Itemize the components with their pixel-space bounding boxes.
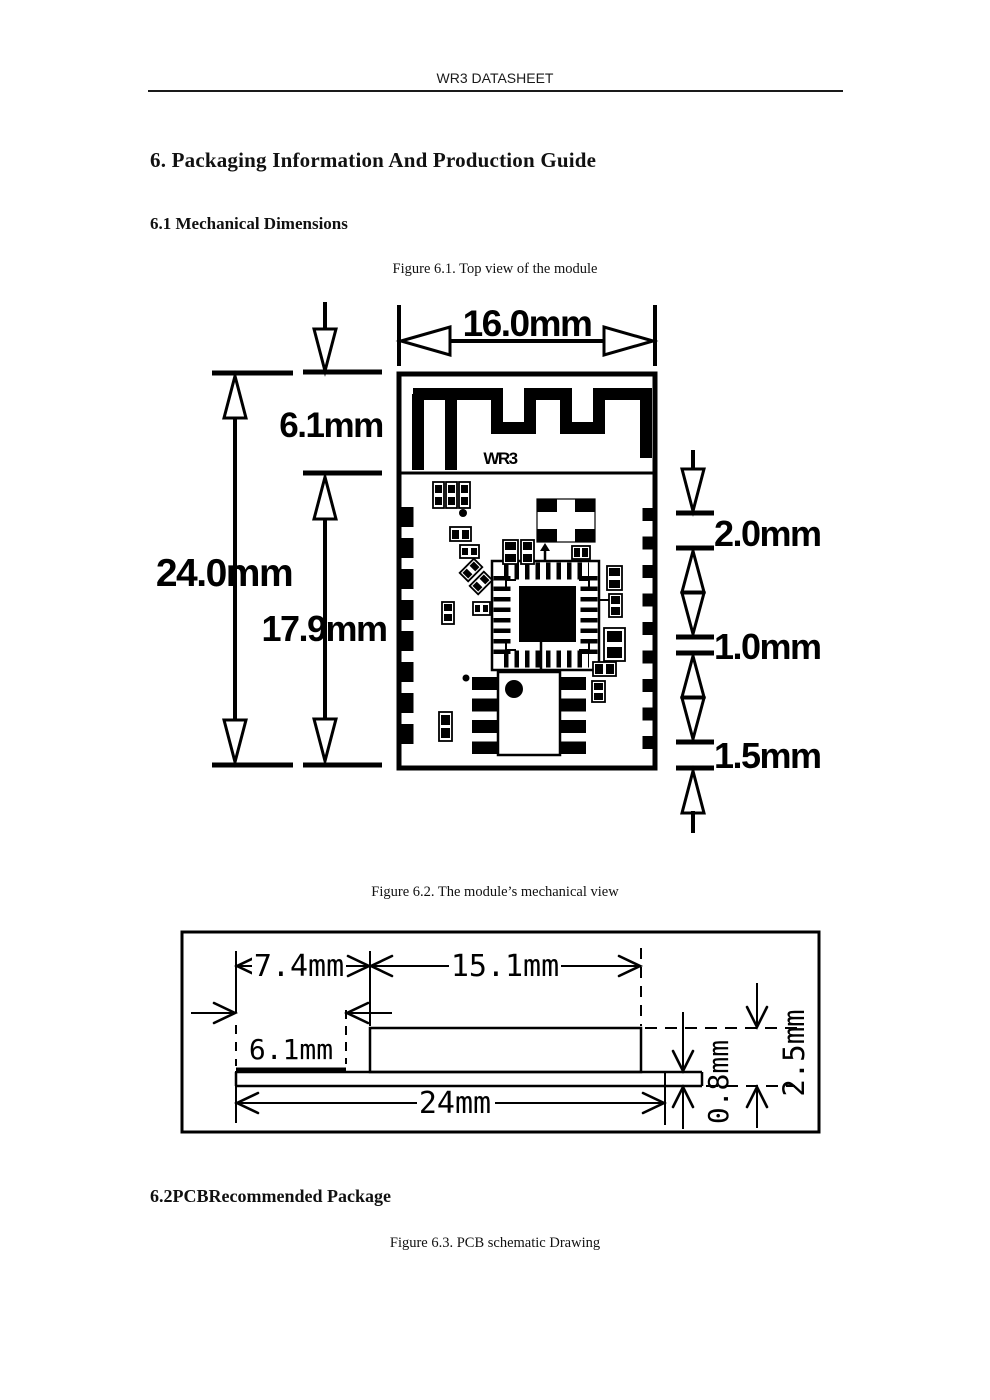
dim-left-chain: 6.1mm 24.0mm 17.9mm (156, 302, 388, 768)
page-header-title: WR3 DATASHEET (436, 70, 554, 86)
figure-6-1-caption: Figure 6.1. Top view of the module (392, 261, 598, 277)
crystal-footprint (536, 498, 596, 551)
dim-row-second: 6.1mm (191, 1001, 392, 1066)
dim-label-antenna-len-side: 6.1mm (249, 1033, 333, 1066)
passive-footprints (432, 481, 626, 742)
header-rule (148, 90, 843, 92)
dim-label-total-len: 24mm (419, 1086, 491, 1121)
dim-label-total-thickness: 2.5mm (777, 1009, 811, 1096)
section-6-2-heading: 6.2PCBRecommended Package (150, 1186, 391, 1206)
dim-thickness: 0.8mm 2.5mm (671, 983, 811, 1129)
dim-label-width: 16.0mm (463, 303, 592, 344)
dim-label-body-len: 15.1mm (451, 949, 559, 984)
dim-label-pad-pitch: 1.5mm (714, 735, 821, 776)
dim-label-pcb-thickness: 0.8mm (702, 1040, 735, 1124)
qfn-chip-footprint (490, 547, 612, 672)
dim-label-body-height: 17.9mm (261, 608, 386, 649)
shield-block (368, 1026, 643, 1074)
dim-label-antenna-len: 7.4mm (254, 949, 344, 984)
pin1-dot (505, 680, 523, 698)
dim-right-chain: 2.0mm 1.0mm 1.5mm (676, 450, 822, 833)
dim-label-antenna-height: 6.1mm (279, 406, 382, 445)
dim-total-length: 24mm (233, 1086, 668, 1121)
dim-label-pad-offset: 2.0mm (714, 513, 821, 554)
soic-chip-footprint (472, 670, 586, 757)
figure-6-3-caption: Figure 6.3. PCB schematic Drawing (389, 1235, 601, 1251)
dim-label-total-height: 24.0mm (156, 552, 292, 595)
dim-label-pad-gap: 1.0mm (714, 626, 821, 667)
module-silkscreen-label: WR3 (483, 449, 517, 468)
dim-row-top: 7.4mm 15.1mm (233, 949, 644, 984)
section-6-1-heading: 6.1 Mechanical Dimensions (150, 214, 348, 233)
dim-width: 16.0mm (395, 303, 659, 366)
module-cross-section (234, 1026, 704, 1088)
antenna-trace (412, 388, 652, 470)
figure-6-1-drawing: WR3 (156, 302, 822, 833)
figure-6-2-drawing: 7.4mm 15.1mm 6.1mm 24mm 0.8mm (180, 930, 821, 1134)
section-6-heading: 6. Packaging Information And Production … (150, 148, 597, 172)
figure-6-2-caption: Figure 6.2. The module’s mechanical view (371, 884, 619, 900)
via-dot (459, 509, 467, 517)
